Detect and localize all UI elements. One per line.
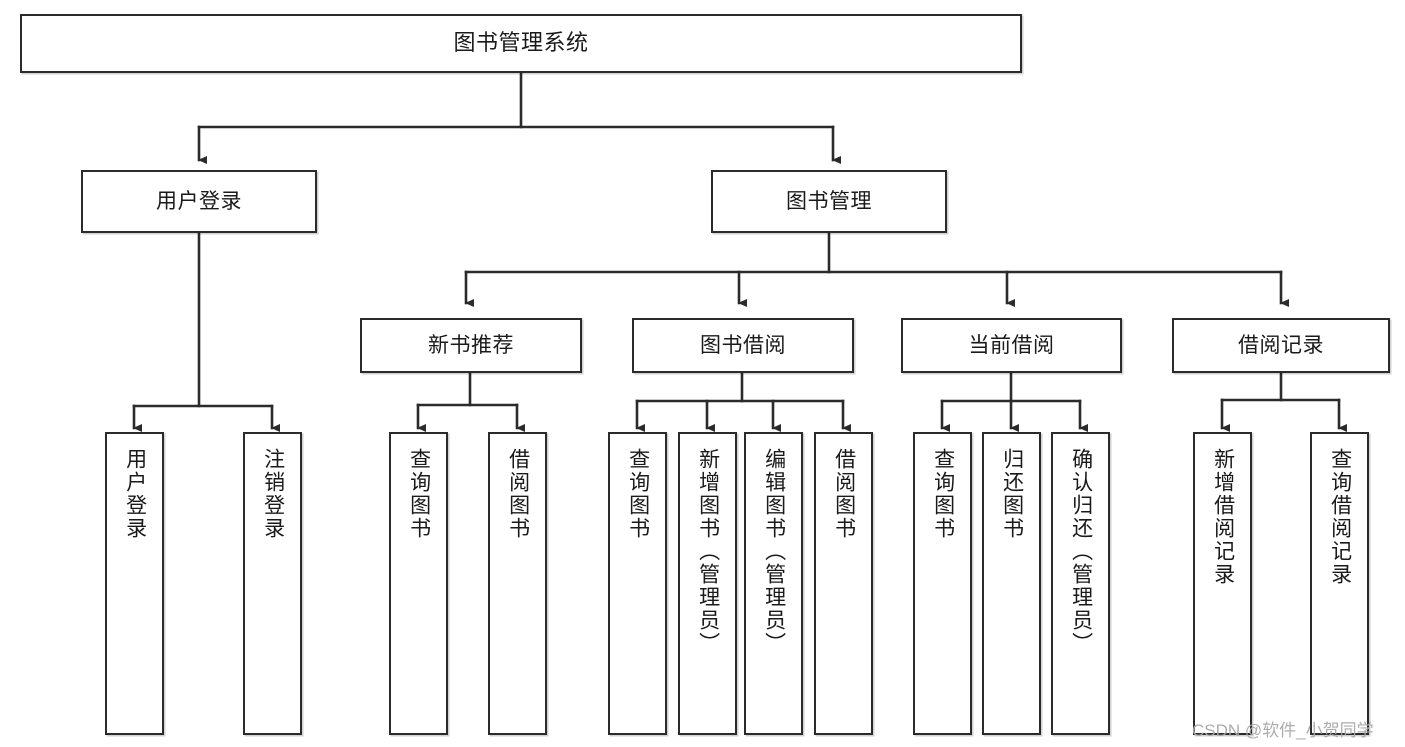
node-label: 借阅记录 (1238, 333, 1324, 357)
node-label: 查询图书 (407, 448, 431, 540)
node-label: 注销登录 (261, 448, 285, 540)
node-label: 借阅图书 (832, 448, 856, 540)
node-label: 新增借阅记录 (1211, 448, 1235, 586)
node-leaf-logout[interactable]: 注销登录 (243, 432, 302, 735)
node-leaf-add-record[interactable]: 新增借阅记录 (1193, 432, 1252, 735)
node-root-book-management-system[interactable]: 图书管理系统 (20, 14, 1022, 73)
node-label: 当前借阅 (968, 333, 1055, 357)
node-label: 新书推荐 (428, 333, 514, 357)
node-book-management[interactable]: 图书管理 (711, 170, 947, 233)
node-leaf-edit-book[interactable]: 编辑图书（管理员） (744, 432, 803, 735)
node-label: 查询图书 (626, 448, 650, 540)
node-label: 确认归还（管理员） (1069, 448, 1093, 655)
node-borrow-record[interactable]: 借阅记录 (1172, 318, 1390, 373)
node-label: 借阅图书 (506, 448, 530, 540)
node-leaf-query-books-3[interactable]: 查询图书 (913, 432, 972, 735)
node-leaf-user-login[interactable]: 用户登录 (105, 432, 164, 735)
node-leaf-return-book[interactable]: 归还图书 (982, 432, 1041, 735)
node-user-login[interactable]: 用户登录 (81, 170, 317, 233)
node-leaf-confirm-return[interactable]: 确认归还（管理员） (1051, 432, 1110, 735)
node-leaf-query-books-2[interactable]: 查询图书 (608, 432, 667, 735)
node-leaf-query-books-1[interactable]: 查询图书 (389, 432, 448, 735)
node-label: 归还图书 (1000, 448, 1024, 540)
node-leaf-borrow-books-1[interactable]: 借阅图书 (488, 432, 547, 735)
node-book-borrow[interactable]: 图书借阅 (632, 318, 854, 373)
node-label: 用户登录 (156, 189, 242, 213)
node-leaf-add-book[interactable]: 新增图书（管理员） (678, 432, 737, 735)
node-label: 查询图书 (931, 448, 955, 540)
node-label: 图书借阅 (700, 333, 786, 357)
node-label: 图书管理系统 (453, 30, 589, 56)
node-leaf-borrow-books-2[interactable]: 借阅图书 (814, 432, 873, 735)
node-new-book-recommend[interactable]: 新书推荐 (360, 318, 582, 373)
node-label: 用户登录 (123, 448, 147, 540)
node-leaf-query-record[interactable]: 查询借阅记录 (1310, 432, 1369, 735)
csdn-watermark: CSDN @软件_小贺同学 (1192, 721, 1374, 740)
node-current-borrow[interactable]: 当前借阅 (901, 318, 1122, 373)
node-label: 查询借阅记录 (1328, 448, 1352, 586)
node-label: 图书管理 (786, 189, 872, 213)
node-label: 编辑图书（管理员） (762, 448, 786, 655)
node-label: 新增图书（管理员） (696, 448, 720, 655)
